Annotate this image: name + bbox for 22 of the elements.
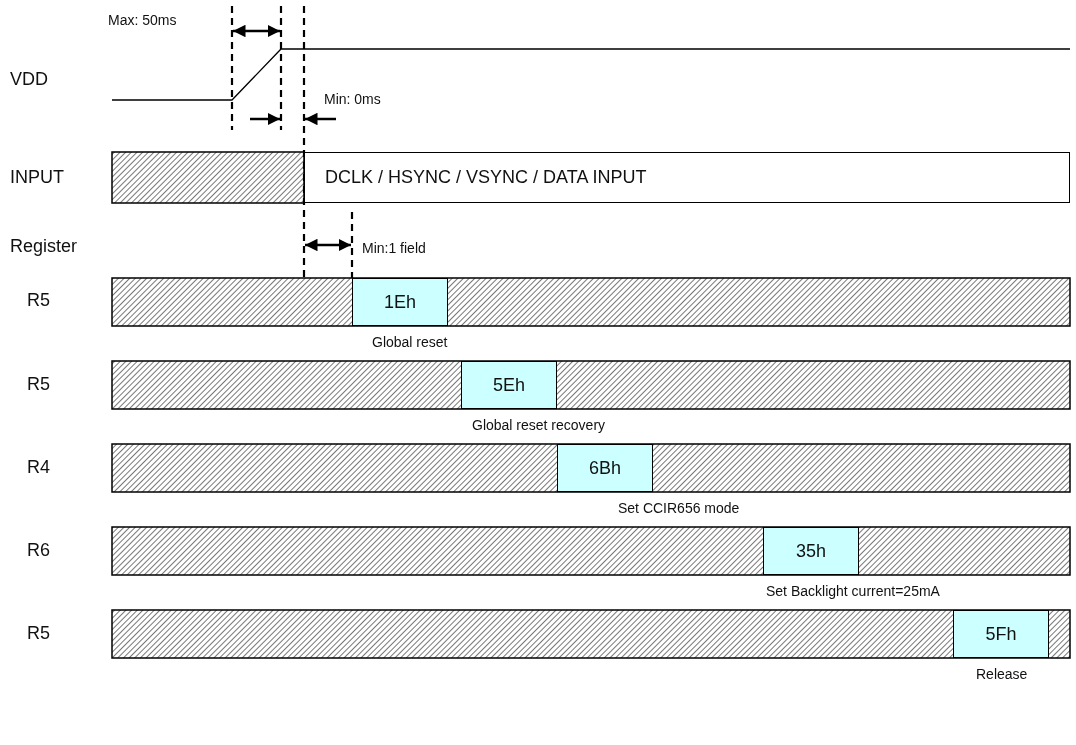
register-label: R5 <box>27 374 50 395</box>
register-label: R6 <box>27 540 50 561</box>
signal-label: Register <box>10 236 78 257</box>
register-caption: Global reset <box>372 334 448 350</box>
register-caption: Set CCIR656 mode <box>618 500 740 516</box>
register-value-box: 6Bh <box>557 444 653 492</box>
register-value-box: 35h <box>763 527 859 575</box>
register-value-box: 5Eh <box>461 361 557 409</box>
register-caption: Set Backlight current=25mA <box>766 583 940 599</box>
timing-label: Min: 0ms <box>324 91 381 107</box>
timing-label: Min:1 field <box>362 240 426 256</box>
register-label: R5 <box>27 623 50 644</box>
register-value-box: 5Fh <box>953 610 1049 658</box>
register-value-box: 1Eh <box>352 278 448 326</box>
timing-label: Max: 50ms <box>108 12 177 28</box>
signal-label: INPUT <box>10 167 64 188</box>
register-label: R4 <box>27 457 50 478</box>
register-label: R5 <box>27 290 50 311</box>
register-caption: Global reset recovery <box>472 417 606 433</box>
signal-box: DCLK / HSYNC / VSYNC / DATA INPUT <box>304 152 1070 203</box>
register-caption: Release <box>976 666 1028 682</box>
signal-label: VDD <box>10 69 48 90</box>
